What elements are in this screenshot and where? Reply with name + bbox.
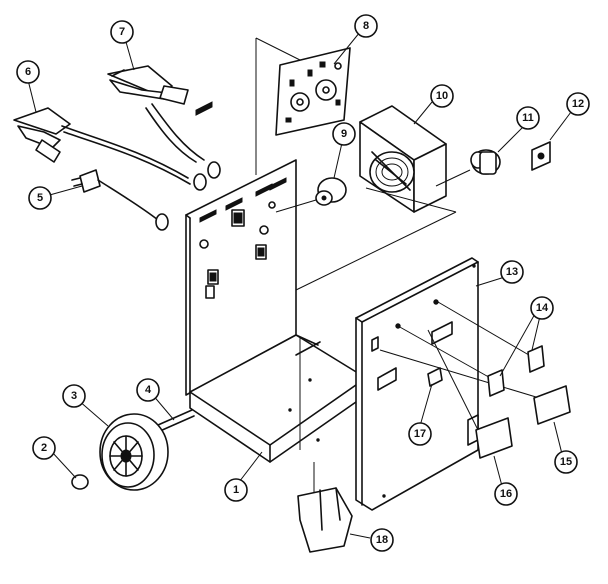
svg-text:14: 14: [536, 302, 549, 314]
callout-13: 13: [500, 260, 524, 284]
wheel: [99, 413, 169, 491]
svg-text:2: 2: [41, 442, 47, 454]
svg-text:6: 6: [25, 66, 31, 78]
svg-text:5: 5: [37, 192, 43, 204]
callout-6: 6: [16, 60, 40, 84]
clamp-positive: [13, 107, 221, 191]
svg-text:11: 11: [522, 112, 534, 124]
callout-4: 4: [136, 378, 160, 402]
switch: [435, 149, 501, 187]
svg-text:10: 10: [436, 90, 448, 102]
callout-2: 2: [32, 436, 56, 460]
ammeter: [275, 177, 347, 213]
callout-14: 14: [530, 296, 554, 320]
callout-15: 15: [554, 450, 578, 474]
svg-text:8: 8: [363, 20, 369, 32]
leader-lines: [27, 31, 575, 539]
callout-10: 10: [430, 84, 454, 108]
callout-1: 1: [224, 478, 248, 502]
svg-text:12: 12: [572, 98, 584, 110]
circuit-board: [255, 37, 351, 175]
svg-text:18: 18: [376, 534, 388, 546]
callout-11: 11: [516, 106, 540, 130]
svg-text:17: 17: [414, 428, 426, 440]
svg-text:7: 7: [119, 26, 125, 38]
callout-8: 8: [354, 14, 378, 38]
callout-9: 9: [332, 122, 356, 146]
svg-text:13: 13: [506, 266, 518, 278]
bottom-bracket: [297, 462, 353, 553]
callout-18: 18: [370, 528, 394, 552]
svg-text:3: 3: [71, 390, 77, 402]
callout-3: 3: [62, 384, 86, 408]
transformer: [295, 105, 457, 291]
front-panel: [185, 101, 297, 396]
clip: [531, 141, 551, 171]
callout-12: 12: [566, 92, 590, 116]
svg-text:4: 4: [145, 384, 152, 396]
svg-text:1: 1: [233, 484, 239, 496]
handle-caps: [427, 345, 571, 459]
svg-text:16: 16: [500, 488, 512, 500]
svg-text:15: 15: [560, 456, 572, 468]
clamp-negative: [107, 65, 205, 163]
side-panel: [355, 257, 547, 511]
hub-cap: [71, 474, 89, 490]
callout-16: 16: [494, 482, 518, 506]
power-cord: [71, 169, 169, 231]
callout-5: 5: [28, 186, 52, 210]
svg-text:9: 9: [341, 128, 347, 140]
callout-7: 7: [110, 20, 134, 44]
callout-17: 17: [408, 422, 432, 446]
